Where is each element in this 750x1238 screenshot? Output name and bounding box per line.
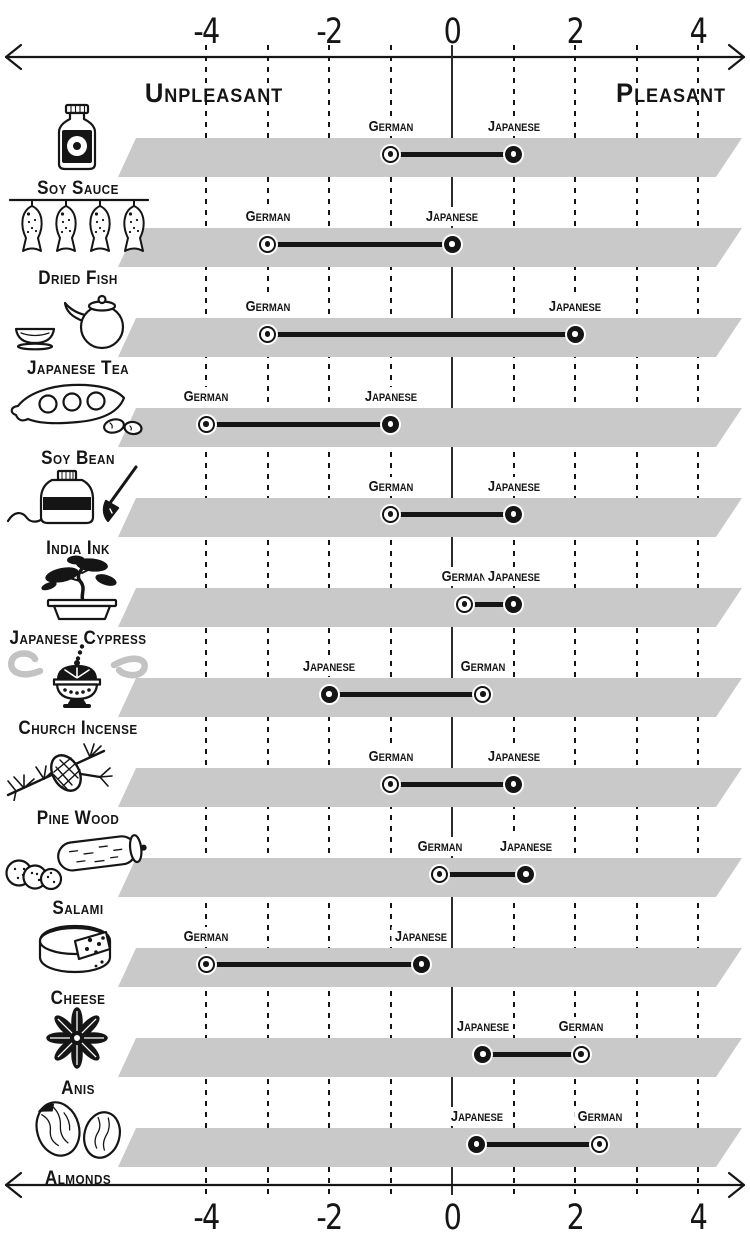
gridline-1 [512,45,515,1195]
bottom-tick-4: 4 [689,1198,708,1238]
top-tick-4: 4 [689,12,708,52]
category-label: Japanese Cypress [9,628,147,649]
german-label: German [555,1017,607,1036]
gridline--2 [328,45,331,1195]
japanese-tea-icon-box [2,283,152,351]
unpleasant-label: Unpleasant [144,78,284,108]
connector-line [327,691,485,697]
category-label: Soy Bean [41,448,115,469]
church-incense-icon-box [2,643,152,711]
japanese-cypress-icon [41,555,118,621]
category-label: Salami [52,898,104,919]
row-band [118,1038,742,1077]
dried-fish-icon-box [2,193,152,261]
german-label: German [438,567,491,586]
german-marker [431,865,449,883]
row-band [118,678,742,717]
german-label: German [456,657,509,676]
connector-line [204,421,393,427]
row-band [118,498,742,537]
india-ink-icon [6,465,138,525]
connector-line [480,1051,584,1057]
german-marker [455,595,473,613]
soy-bean-icon-box [2,373,152,441]
japanese-cypress-icon-box [2,553,152,621]
gridline-4 [697,45,700,1195]
gridline-3 [635,45,638,1195]
soy-bean-icon [10,383,143,436]
bottom-tick-0: 0 [443,1198,462,1238]
soy-sauce-icon-box [2,103,152,171]
japanese-marker [517,865,535,883]
german-label: German [573,1107,626,1126]
japanese-tea-icon [14,294,125,351]
bottom-tick--4: -4 [193,1198,220,1238]
pine-wood-icon [6,743,113,801]
category-label: Soy Sauce [37,178,119,199]
japanese-label: Japanese [496,837,556,856]
connector-line [474,1141,602,1147]
gridline-2 [574,45,577,1195]
category-label: Church Incense [18,718,138,739]
pine-wood-icon-box [2,733,152,801]
german-label: German [413,837,466,856]
gridline--3 [266,45,269,1195]
salami-icon-box [2,823,152,891]
japanese-label: Japanese [453,1017,513,1036]
india-ink-icon-box [2,463,152,531]
cheese-icon [38,924,112,974]
row-band [118,948,742,987]
top-axis-arrow [4,43,746,71]
dried-fish-icon [8,198,150,252]
salami-icon [5,834,147,891]
cheese-icon-box [2,913,152,981]
anis-icon-box [2,1003,152,1071]
connector-line [462,601,516,607]
zero-gridline [451,45,453,1195]
row-band [118,858,742,897]
connector-line [265,331,577,337]
japanese-marker [474,1045,492,1063]
gridline--1 [389,45,392,1195]
church-incense-icon [8,644,148,708]
bottom-axis-arrow [4,1171,746,1199]
anis-icon [46,1007,108,1069]
top-tick-2: 2 [566,12,585,52]
bottom-tick--2: -2 [316,1198,343,1238]
category-label: Japanese Tea [26,358,130,379]
row-band [118,588,742,627]
german-marker [474,685,492,703]
row-band [118,138,742,177]
japanese-marker [412,955,430,973]
pleasant-label: Pleasant [616,78,726,108]
category-label: Pine Wood [36,808,120,829]
row-band [118,768,742,807]
category-label: India Ink [46,538,110,559]
top-tick-0: 0 [443,12,462,52]
gridline--4 [205,45,208,1195]
row-band [118,228,742,267]
japanese-label: Japanese [391,927,451,946]
japanese-label: Japanese [447,1107,507,1126]
category-label: Anis [61,1078,95,1099]
row-band [118,318,742,357]
row-band [118,408,742,447]
category-label: Dried Fish [38,268,118,289]
connector-line [265,241,454,247]
bottom-tick-2: 2 [566,1198,585,1238]
soy-sauce-icon [57,103,97,171]
category-label: Cheese [50,988,106,1009]
